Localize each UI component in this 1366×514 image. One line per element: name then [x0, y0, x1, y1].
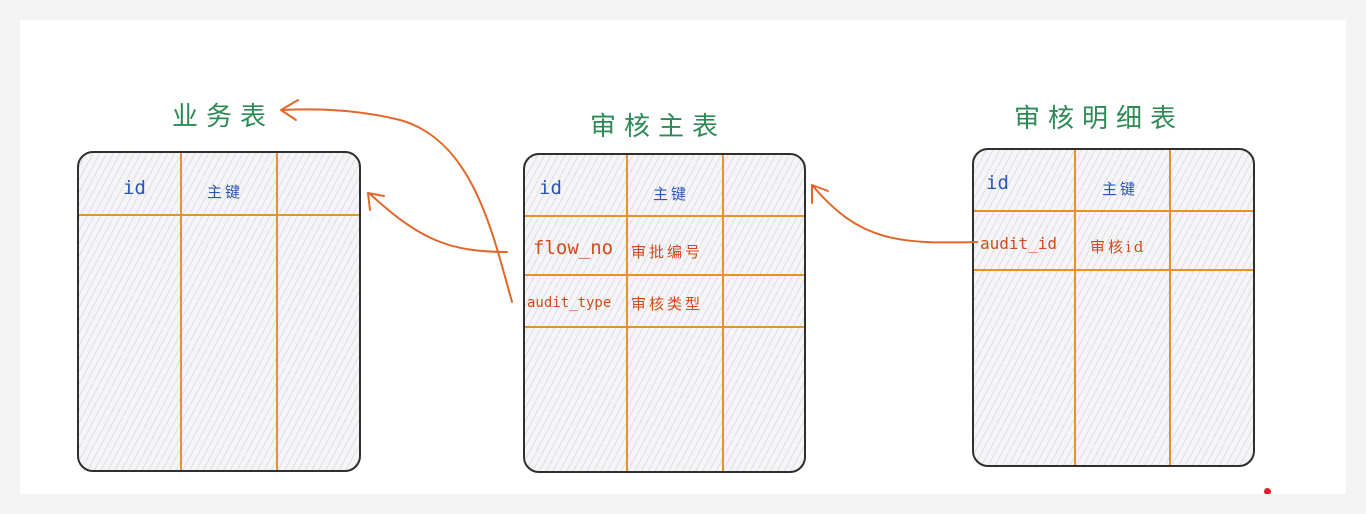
cursor-dot	[1264, 488, 1271, 494]
column-divider	[722, 155, 724, 471]
row-divider	[974, 269, 1253, 271]
column-divider	[626, 155, 628, 471]
row-divider	[525, 274, 804, 276]
column-divider	[180, 153, 182, 470]
relation-arrows	[280, 99, 978, 303]
audit-detail-id-field: id	[986, 172, 1009, 194]
arrow-audit-type-to-business	[281, 108, 513, 303]
audit-main-flow-no-desc: 审批编号	[631, 243, 704, 261]
audit-main-audit-type-desc: 审核类型	[631, 295, 704, 313]
column-divider	[1169, 150, 1171, 465]
business-id-field: id	[123, 177, 146, 199]
audit-main-table: id 主键 flow_no 审批编号 audit_type 审核类型	[523, 153, 806, 473]
row-divider	[79, 214, 359, 216]
business-table: id 主键	[77, 151, 361, 472]
column-divider	[276, 153, 278, 470]
audit-main-table-title: 审核主表	[590, 112, 727, 142]
audit-main-id-field: id	[539, 177, 562, 199]
arrowhead	[280, 99, 299, 121]
audit-detail-audit-id-field: audit_id	[980, 234, 1058, 253]
arrowhead	[367, 192, 385, 211]
arrow-audit-id-to-audit-main	[812, 185, 978, 244]
business-table-title: 业务表	[172, 102, 275, 132]
audit-detail-id-desc: 主键	[1102, 180, 1139, 198]
audit-main-id-desc: 主键	[653, 185, 690, 203]
audit-main-audit-type-field: audit_type	[527, 295, 612, 311]
audit-detail-audit-id-desc: 审核id	[1090, 238, 1147, 256]
column-divider	[1074, 150, 1076, 465]
arrowhead	[811, 184, 829, 204]
arrow-flow-no-to-business	[369, 193, 508, 253]
diagram-canvas: 业务表 审核主表 审核明细表 id 主键 id 主键 flow_no 审批编号 …	[20, 20, 1346, 494]
audit-detail-table: id 主键 audit_id 审核id	[972, 148, 1255, 467]
audit-main-flow-no-field: flow_no	[533, 237, 614, 259]
audit-detail-table-title: 审核明细表	[1014, 104, 1185, 134]
row-divider	[525, 215, 804, 217]
row-divider	[525, 326, 804, 328]
business-id-desc: 主键	[207, 183, 244, 201]
row-divider	[974, 210, 1253, 212]
